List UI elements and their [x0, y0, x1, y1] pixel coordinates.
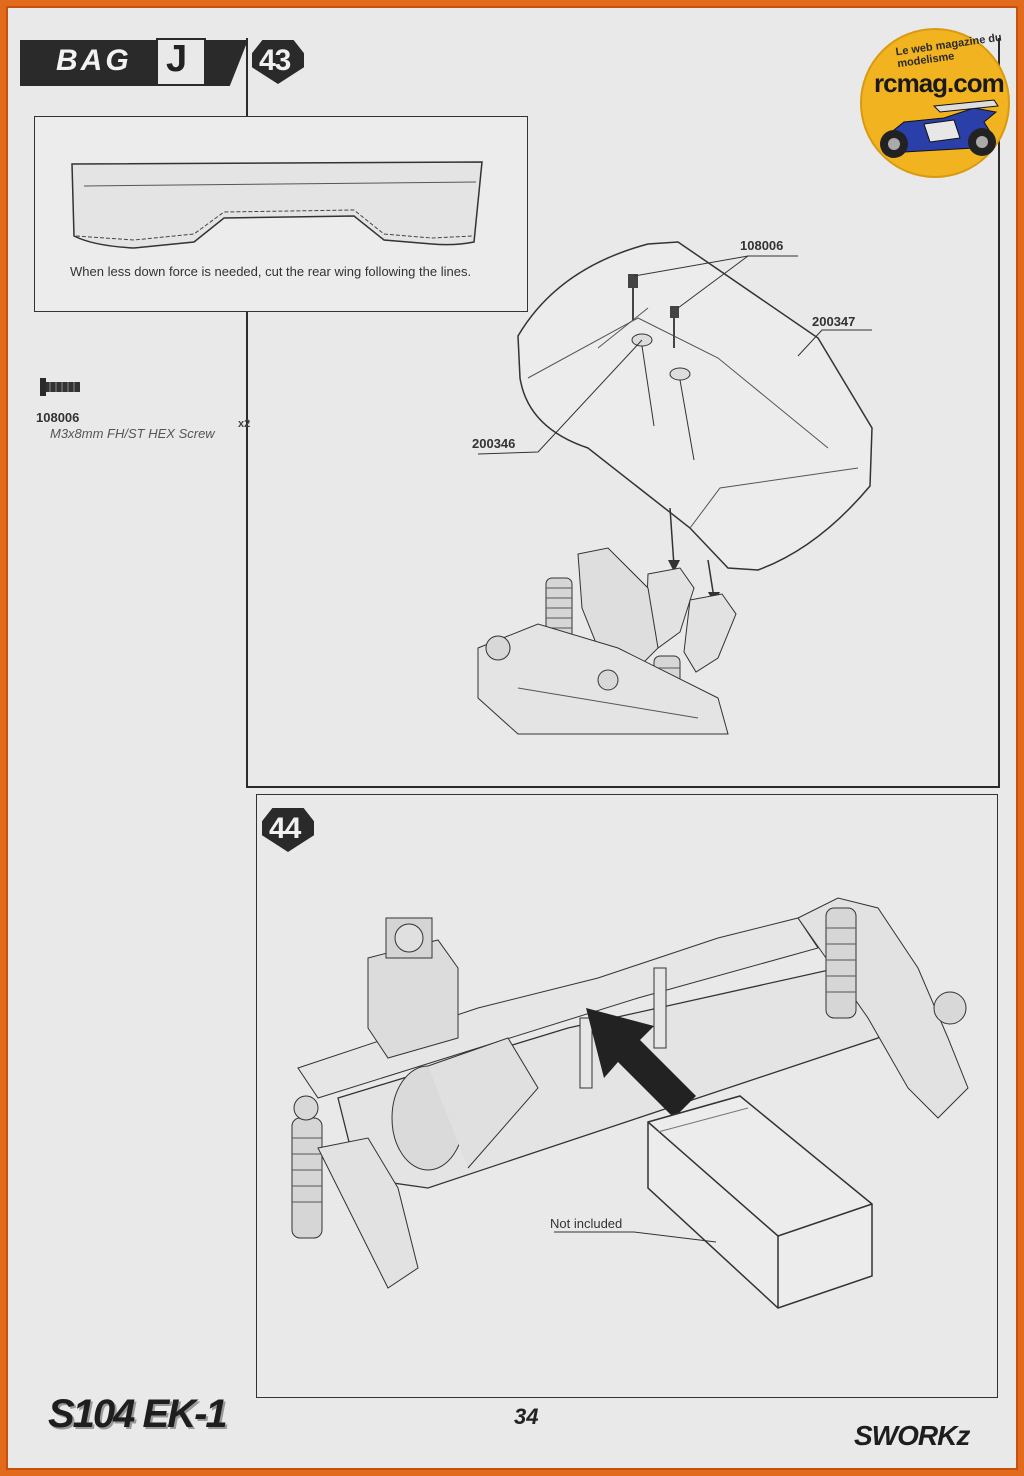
wing-cut-note: When less down force is needed, cut the …: [70, 264, 472, 279]
bag-letter-box: [156, 38, 206, 86]
bag-tag: [20, 40, 248, 86]
part-quantity: x2: [238, 418, 251, 430]
divider-line: [246, 38, 248, 118]
callout-108006: 108006: [740, 238, 784, 253]
part-description: M3x8mm FH/ST HEX Screw: [50, 426, 215, 441]
screw-icon: [40, 378, 80, 396]
brand-logo: SWORKz: [854, 1420, 970, 1451]
battery-install-diagram: [291, 897, 969, 1309]
step-44-number: 44: [269, 812, 301, 845]
manual-page: BAG J 43 When less down force is needed,…: [6, 6, 1018, 1470]
battery-note: Not included: [550, 1216, 623, 1231]
bag-label: BAG: [56, 44, 132, 77]
bag-letter: J: [166, 38, 188, 80]
step-43-number: 43: [259, 44, 291, 77]
page-number: 34: [514, 1404, 539, 1429]
logo-site-name: rcmag.com: [874, 68, 1005, 98]
step-44-frame: [256, 794, 998, 1398]
divider-line: [246, 786, 1000, 788]
wing-cut-drawing: [71, 161, 483, 249]
part-number: 108006: [36, 410, 80, 425]
callout-200347: 200347: [812, 314, 856, 329]
callout-200346: 200346: [472, 436, 516, 451]
buggy-logo-icon: [880, 99, 999, 158]
rear-wing-diagram: [477, 241, 873, 735]
divider-line: [998, 38, 1000, 788]
model-logo: S104 EK-1: [48, 1392, 228, 1436]
divider-line: [246, 308, 248, 788]
